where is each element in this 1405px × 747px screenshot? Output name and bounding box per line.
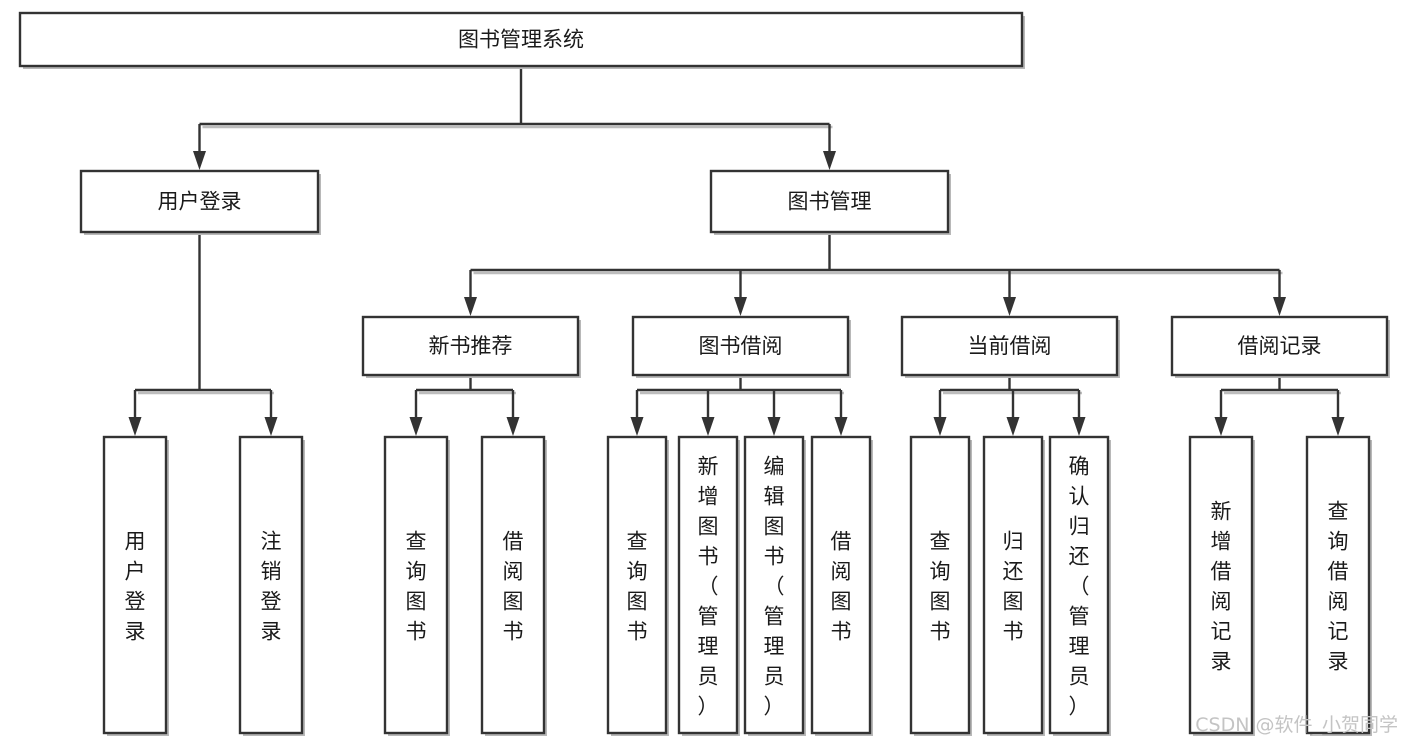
node-new-book-rec[interactable]: 新书推荐 [361,315,581,378]
node-rect[interactable] [1170,315,1389,377]
node-current-borrow[interactable]: 当前借阅 [900,315,1120,378]
arrow-head-icon [1003,297,1016,316]
node-borrow-record[interactable]: 借阅记录 [1170,315,1390,378]
node-rect[interactable] [631,315,850,377]
node-rect[interactable] [1305,435,1371,735]
node-leaf-logout[interactable]: 注销登录 [238,435,305,736]
node-user-login[interactable]: 用户登录 [79,169,321,235]
node-rect[interactable] [677,435,739,735]
arrow-head-icon [264,417,278,436]
node-rect[interactable] [361,315,580,377]
node-label: 图书管理系统 [458,28,584,52]
node-rect[interactable] [1048,435,1110,735]
node-label: 图书管理 [788,190,872,214]
node-label: 查询图书 [627,529,648,643]
node-rect[interactable] [480,435,546,735]
node-label: 归还图书 [1003,529,1024,643]
arrow-head-icon [1214,417,1228,436]
node-book-manage[interactable]: 图书管理 [709,169,951,235]
node-rect[interactable] [606,435,668,735]
node-leaf-add-book[interactable]: 新增图书（管理员） [677,435,740,736]
arrow-head-icon [1072,417,1086,436]
node-label: 新增图书（管理员） [698,454,719,718]
node-leaf-borrow-book-rec[interactable]: 借阅图书 [480,435,547,736]
node-rect[interactable] [79,169,320,234]
arrow-head-icon [506,417,520,436]
node-leaf-query-book-b[interactable]: 查询图书 [606,435,669,736]
node-label: 用户登录 [158,190,242,214]
node-label: 注销登录 [261,529,282,643]
node-leaf-borrow-book-b[interactable]: 借阅图书 [810,435,873,736]
node-label: 查询借阅记录 [1328,499,1349,673]
arrow-head-icon [1331,417,1345,436]
arrow-head-icon [193,151,206,170]
arrow-head-icon [701,417,715,436]
node-label: 查询图书 [930,529,951,643]
arrow-head-icon [767,417,781,436]
arrow-head-icon [933,417,947,436]
arrow-head-icon [1273,297,1286,316]
connector-group-borrow_record [1214,375,1345,436]
node-leaf-user-login[interactable]: 用户登录 [102,435,169,736]
node-rect[interactable] [102,435,168,735]
node-label: 用户登录 [125,529,146,643]
node-rect[interactable] [909,435,971,735]
arrow-head-icon [464,297,477,316]
node-rect[interactable] [18,11,1024,68]
connector-group-current_borrow [933,375,1086,436]
node-rect[interactable] [900,315,1119,377]
node-label: 编辑图书（管理员） [764,454,785,718]
node-layer: 图书管理系统用户登录图书管理新书推荐图书借阅当前借阅借阅记录用户登录注销登录查询… [18,11,1390,736]
connector-group-user_login [128,232,278,436]
node-label: 确认归还（管理员） [1069,454,1090,718]
node-label: 借阅记录 [1238,334,1322,358]
node-leaf-query-record[interactable]: 查询借阅记录 [1305,435,1372,736]
connector-group-new_book_rec [409,375,520,436]
node-label: 新书推荐 [429,334,513,358]
node-leaf-confirm-return[interactable]: 确认归还（管理员） [1048,435,1111,736]
node-label: 查询图书 [406,529,427,643]
node-rect[interactable] [383,435,449,735]
node-label: 新增借阅记录 [1211,499,1232,673]
node-label: 借阅图书 [831,529,852,643]
node-label: 当前借阅 [968,334,1052,358]
csdn-watermark: CSDN @软件_小贺同学 [1195,714,1398,736]
node-book-borrow[interactable]: 图书借阅 [631,315,851,378]
arrow-head-icon [128,417,142,436]
connector-group-book_manage [464,232,1286,316]
node-label: 借阅图书 [503,529,524,643]
connector-group-root [193,66,836,170]
node-rect[interactable] [743,435,805,735]
node-rect[interactable] [982,435,1044,735]
node-leaf-edit-book[interactable]: 编辑图书（管理员） [743,435,806,736]
connector-layer [128,66,1345,436]
arrow-head-icon [1006,417,1020,436]
node-label: 图书借阅 [699,334,783,358]
arrow-head-icon [734,297,747,316]
node-root[interactable]: 图书管理系统 [18,11,1025,69]
node-leaf-query-book-rec[interactable]: 查询图书 [383,435,450,736]
arrow-head-icon [834,417,848,436]
node-rect[interactable] [709,169,950,234]
node-leaf-add-record[interactable]: 新增借阅记录 [1188,435,1255,736]
node-leaf-query-book-c[interactable]: 查询图书 [909,435,972,736]
arrow-head-icon [409,417,423,436]
arrow-head-icon [630,417,644,436]
arrow-head-icon [823,151,836,170]
node-leaf-return-book[interactable]: 归还图书 [982,435,1045,736]
node-rect[interactable] [810,435,872,735]
node-rect[interactable] [1188,435,1254,735]
node-rect[interactable] [238,435,304,735]
connector-group-book_borrow [630,375,848,436]
